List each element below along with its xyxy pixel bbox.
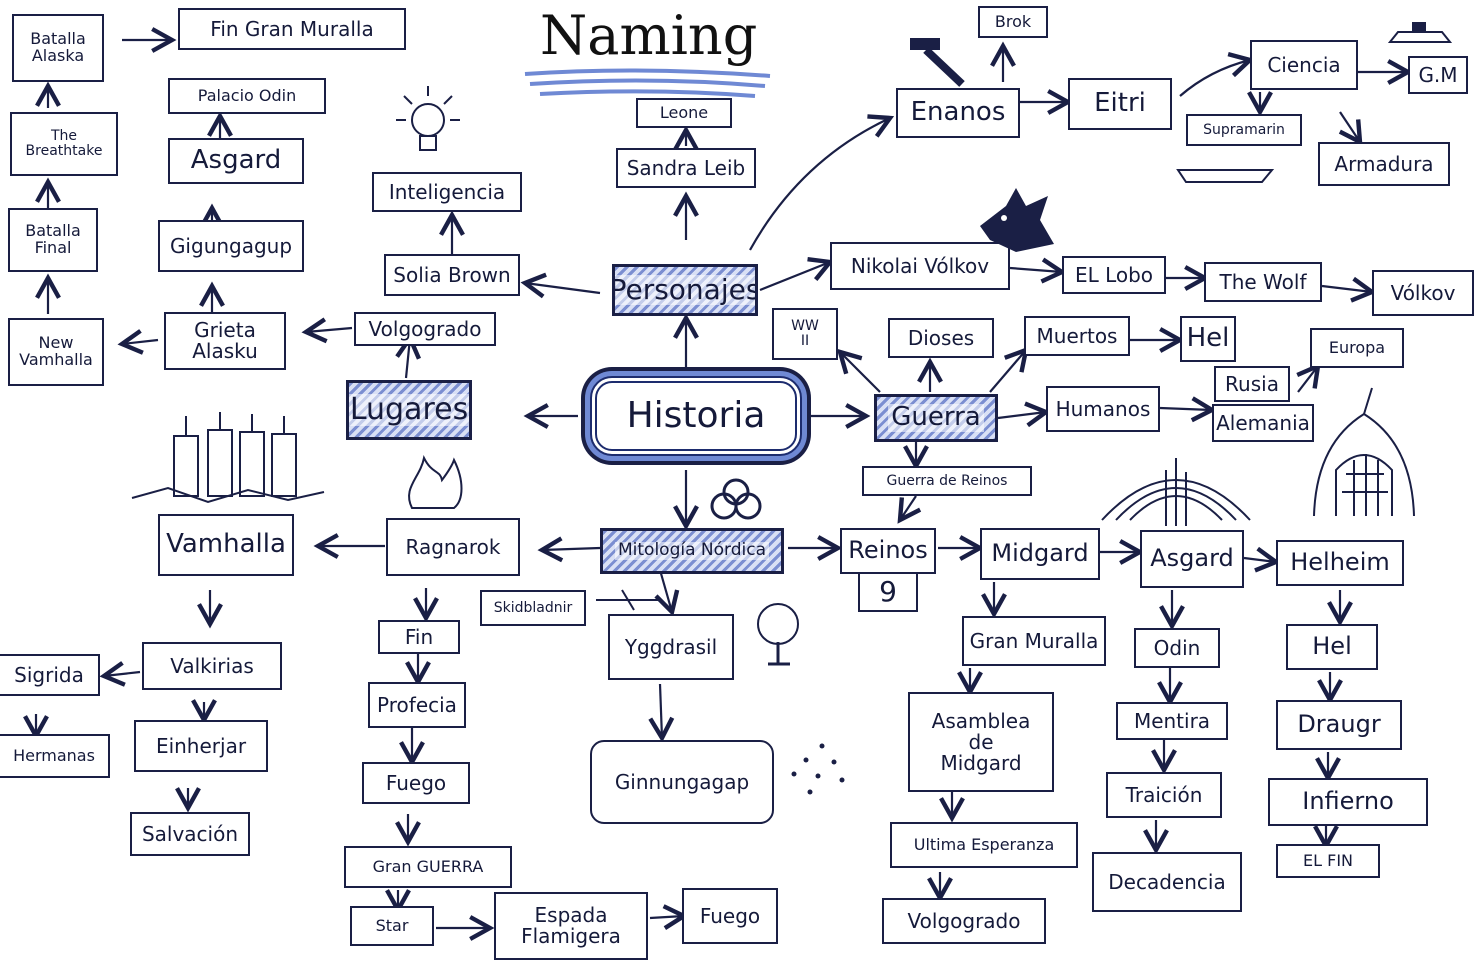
node-el-fin[interactable]: EL FIN	[1276, 844, 1380, 878]
hammer-icon	[910, 38, 965, 87]
node-volgogrado[interactable]: Volgogrado	[354, 312, 496, 346]
node-sigrida[interactable]: Sigrida	[0, 654, 100, 696]
node-batalla-alaska[interactable]: Batalla Alaska	[12, 14, 104, 82]
node-profecia[interactable]: Profecia	[368, 682, 466, 728]
fire-icon	[408, 454, 463, 509]
castle-icon	[131, 412, 325, 504]
node-ww2[interactable]: WW II	[772, 308, 838, 360]
node-asgard[interactable]: Asgard	[168, 138, 304, 184]
node-gran-muralla[interactable]: Gran Muralla	[962, 616, 1106, 666]
node-sandra-leib[interactable]: Sandra Leib	[616, 148, 756, 188]
node-mentira[interactable]: Mentira	[1116, 702, 1228, 740]
node-the-wolf[interactable]: The Wolf	[1204, 262, 1322, 302]
submarine-icon	[1387, 22, 1453, 43]
node-ragnarok[interactable]: Ragnarok	[386, 518, 520, 576]
node-hel[interactable]: Hel	[1180, 316, 1236, 362]
bifrost-icon	[1101, 458, 1251, 526]
node-asamblea-midgard[interactable]: Asamblea de Midgard	[908, 692, 1054, 792]
node-gm[interactable]: G.M	[1408, 56, 1468, 94]
node-new-vamhalla[interactable]: New Vamhalla	[8, 318, 104, 386]
node-rusia[interactable]: Rusia	[1214, 366, 1290, 402]
node-hel-2[interactable]: Hel	[1286, 624, 1378, 670]
tree-icon	[757, 603, 799, 666]
node-volkov[interactable]: Vólkov	[1372, 270, 1474, 316]
node-humanos[interactable]: Humanos	[1046, 386, 1160, 432]
ship-icon	[1176, 169, 1275, 183]
node-inteligencia[interactable]: Inteligencia	[372, 172, 522, 212]
node-fuego-2[interactable]: Fuego	[682, 888, 778, 944]
node-ciencia[interactable]: Ciencia	[1250, 40, 1358, 90]
stars-icon	[791, 743, 845, 795]
branch-personajes[interactable]: Personajes	[612, 264, 758, 316]
branch-mitologia[interactable]: Mitología Nórdica	[600, 528, 784, 574]
node-draugr[interactable]: Draugr	[1276, 700, 1402, 750]
node-fin-gran-muralla[interactable]: Fin Gran Muralla	[178, 8, 406, 50]
node-batalla-final[interactable]: Batalla Final	[8, 208, 98, 272]
center-node-historia[interactable]: Historia	[590, 376, 802, 456]
node-asgard-2[interactable]: Asgard	[1140, 530, 1244, 588]
node-europa[interactable]: Europa	[1310, 328, 1404, 368]
node-armadura[interactable]: Armadura	[1318, 142, 1450, 186]
node-enanos[interactable]: Enanos	[896, 88, 1020, 138]
node-volgogrado-2[interactable]: Volgogrado	[882, 898, 1046, 944]
node-leone[interactable]: Leone	[636, 98, 732, 128]
node-fuego[interactable]: Fuego	[362, 762, 470, 804]
node-yggdrasil[interactable]: Yggdrasil	[608, 614, 734, 680]
node-dioses[interactable]: Dioses	[888, 318, 994, 358]
node-el-lobo[interactable]: EL Lobo	[1062, 256, 1166, 294]
node-traicion[interactable]: Traición	[1106, 772, 1222, 818]
node-fin[interactable]: Fin	[378, 620, 460, 654]
node-valkirias[interactable]: Valkirias	[142, 642, 282, 690]
node-vamhalla[interactable]: Vamhalla	[158, 514, 294, 576]
ww2-plane-icon	[596, 589, 660, 611]
node-skidbladnir[interactable]: Skidbladnir	[480, 590, 586, 626]
node-brok[interactable]: Brok	[978, 6, 1048, 38]
hel-gate-icon	[1313, 387, 1415, 517]
node-guerra-de-reinos[interactable]: Guerra de Reinos	[862, 466, 1032, 496]
node-grieta-alasku[interactable]: Grieta Alasku	[164, 312, 286, 370]
node-midgard[interactable]: Midgard	[980, 528, 1100, 580]
node-infierno[interactable]: Infierno	[1268, 778, 1428, 826]
node-star[interactable]: Star	[350, 906, 434, 946]
node-eitri[interactable]: Eitri	[1068, 78, 1172, 130]
title-underline-scribble	[524, 68, 771, 98]
node-the-breathtake[interactable]: The Breathtake	[10, 112, 118, 176]
page-title: Naming	[540, 4, 758, 67]
node-gigungagup[interactable]: Gigungagup	[158, 220, 304, 272]
node-helheim[interactable]: Helheim	[1276, 540, 1404, 586]
branch-lugares[interactable]: Lugares	[346, 380, 472, 440]
node-ultima-esperanza[interactable]: Ultima Esperanza	[890, 822, 1078, 868]
node-odin[interactable]: Odin	[1134, 628, 1220, 668]
node-nikolai-volkov[interactable]: Nikolai Vólkov	[830, 242, 1010, 290]
node-decadencia[interactable]: Decadencia	[1092, 852, 1242, 912]
wolf-head-icon	[980, 188, 1054, 252]
node-einherjar[interactable]: Einherjar	[134, 720, 268, 772]
node-ginnungagap[interactable]: Ginnungagap	[590, 740, 774, 824]
node-gran-guerra[interactable]: Gran GUERRA	[344, 846, 512, 888]
node-reinos[interactable]: Reinos	[840, 528, 936, 574]
node-salvacion[interactable]: Salvación	[130, 812, 250, 856]
node-solia-brown[interactable]: Solia Brown	[384, 254, 520, 296]
branch-guerra[interactable]: Guerra	[874, 394, 998, 442]
node-supramarin[interactable]: Supramarin	[1186, 114, 1302, 146]
node-nueve[interactable]: 9	[858, 572, 918, 612]
node-espada-flamigera[interactable]: Espada Flamigera	[494, 892, 648, 960]
node-muertos[interactable]: Muertos	[1024, 316, 1130, 356]
node-alemania[interactable]: Alemania	[1212, 404, 1314, 442]
light-bulb-icon	[396, 86, 460, 151]
node-hermanas[interactable]: Hermanas	[0, 734, 110, 778]
node-palacio-odin[interactable]: Palacio Odin	[168, 78, 326, 114]
triquetra-icon	[710, 478, 762, 520]
